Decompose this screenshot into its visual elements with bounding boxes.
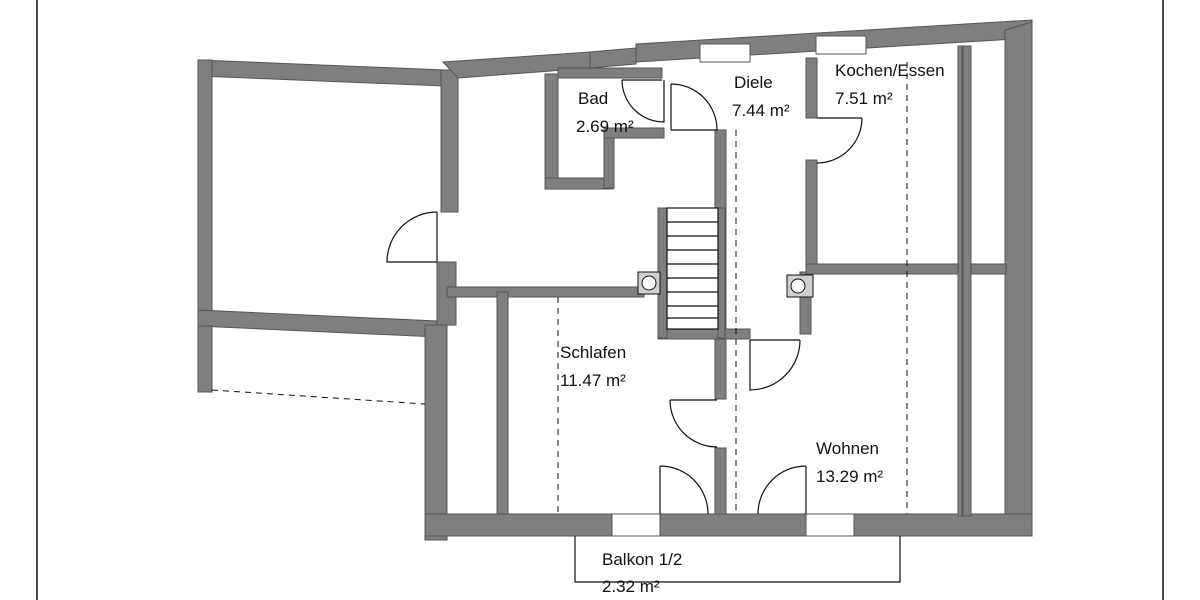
balkon-outline (574, 536, 901, 583)
room-schlafen-area: 11.47 m² (560, 371, 626, 390)
wall-annex-mid (197, 309, 438, 338)
door-stair (749, 339, 801, 391)
wall-diele-right (805, 159, 818, 273)
wall-bottom (424, 513, 1033, 537)
wall-annex-top (197, 59, 446, 87)
page-frame (36, 0, 1164, 600)
room-bad-name: Bad (578, 89, 608, 108)
wall-bad-bottom (544, 177, 614, 190)
door-balkon-left (659, 465, 709, 515)
room-wohnen-name: Wohnen (816, 439, 879, 458)
room-diele-name: Diele (734, 73, 773, 92)
wall-schlafen-left (496, 291, 509, 515)
room-labels: Bad 2.69 m² Diele 7.44 m² Kochen/Essen 7… (560, 61, 945, 596)
wall-top-mid (589, 47, 637, 69)
window-bottom-1 (611, 513, 661, 537)
wall-mid-left (446, 286, 645, 298)
wall-main-left (424, 324, 448, 541)
room-kochen-area: 7.51 m² (835, 89, 893, 108)
wall-col-right (962, 45, 972, 517)
wall-annex-left (197, 59, 213, 313)
wall-mid-right (805, 263, 1007, 275)
room-balkon-name: Balkon 1/2 (602, 550, 682, 569)
window-bottom-2 (805, 513, 855, 537)
room-schlafen-name: Schlafen (560, 343, 626, 362)
chimneys (637, 271, 814, 298)
wall-annex-right-upper (440, 69, 459, 213)
wall-annex-stub (197, 325, 213, 393)
window-top-2 (815, 35, 867, 55)
wall-kochen-left (805, 57, 818, 119)
door-diele (670, 83, 718, 131)
room-diele-area: 7.44 m² (732, 101, 790, 120)
stairs (666, 207, 719, 330)
door-annex (386, 211, 438, 263)
room-kochen-name: Kochen/Essen (835, 61, 945, 80)
wall-schlafen-right-low (714, 447, 727, 515)
wall-right (1004, 21, 1033, 537)
door-kochen (816, 117, 863, 164)
windows (611, 35, 867, 537)
room-wohnen-area: 13.29 m² (816, 467, 883, 486)
room-balkon-area: 2.32 m² (602, 577, 660, 596)
wall-bad-inner (603, 127, 665, 139)
wall-col-left (957, 45, 963, 517)
wall-bad-left (544, 73, 559, 189)
window-top-1 (699, 43, 751, 63)
door-balkon-right (757, 465, 807, 515)
wall-schlafen-right (714, 338, 727, 400)
wall-bad-top (557, 67, 663, 79)
walls (197, 19, 1033, 541)
room-bad-area: 2.69 m² (576, 117, 634, 136)
door-schlafen (669, 399, 718, 448)
doors (386, 79, 863, 515)
door-bad (621, 79, 665, 123)
stair-stringer-right (717, 207, 726, 339)
dashed-lines (211, 62, 908, 514)
